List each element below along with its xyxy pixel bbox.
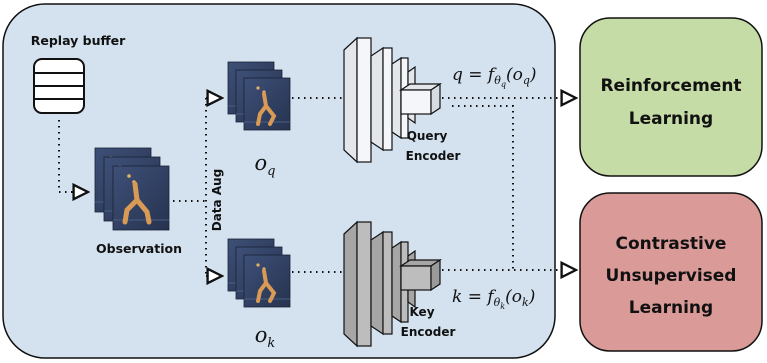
rl-label-line2: Learning xyxy=(629,109,713,129)
cul-label-line2: Unsupervised xyxy=(606,266,737,286)
query-to-contrastive-line xyxy=(452,105,514,270)
database-icon xyxy=(33,58,85,114)
cul-label-line1: Contrastive xyxy=(616,234,727,254)
query-formula: q = fθq(oq) xyxy=(452,65,537,89)
query-encoder-label-line1: Query xyxy=(407,129,448,143)
buffer-to-observation-arrow xyxy=(58,120,88,192)
walker-frame-icon xyxy=(113,166,169,230)
cul-label-line3: Learning xyxy=(629,298,713,318)
query-view-label: oq xyxy=(255,151,276,179)
rl-label-line1: Reinforcement xyxy=(600,76,741,96)
query-encoder-label-line2: Encoder xyxy=(406,149,461,163)
key-view-frames xyxy=(226,237,292,309)
key-encoder-label-line1: Key xyxy=(409,305,434,319)
key-formula: k = fθk(ok) xyxy=(452,287,535,311)
observation-label: Observation xyxy=(96,241,182,256)
query-encoder xyxy=(343,36,442,164)
reinforcement-learning-box xyxy=(579,17,763,177)
data-aug-label: Data Aug xyxy=(210,169,224,232)
key-encoder xyxy=(343,220,442,348)
key-encoder-label-line2: Encoder xyxy=(401,325,456,339)
query-view-frames xyxy=(226,60,292,132)
contrastive-learning-box xyxy=(579,192,763,352)
replay-buffer-label: Replay buffer xyxy=(31,33,126,48)
observation-frames xyxy=(95,148,169,230)
key-view-label: ok xyxy=(255,323,276,351)
